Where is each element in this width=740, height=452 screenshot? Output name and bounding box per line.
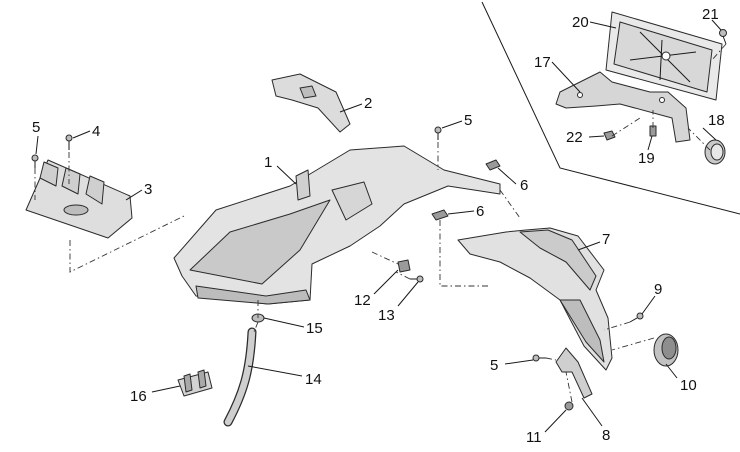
callout-labels: 1 2 3 4 5 5 6 6 7 8 9 10 11 12 13 14 15 … xyxy=(32,6,725,446)
battery-tray-3 xyxy=(25,159,133,239)
leader-lines xyxy=(35,19,722,433)
clip-6-upper xyxy=(485,159,501,171)
nut-22 xyxy=(603,130,616,141)
callout-22: 22 xyxy=(566,129,583,146)
callout-1: 1 xyxy=(264,154,272,171)
screw-4 xyxy=(65,134,73,150)
bracket-8 xyxy=(555,347,593,399)
license-plate-holder xyxy=(605,11,723,101)
callout-4: 4 xyxy=(92,123,100,140)
callout-20: 20 xyxy=(572,14,589,31)
callout-6-upper: 6 xyxy=(520,177,528,194)
callout-5-left: 5 xyxy=(32,119,40,136)
callout-21: 21 xyxy=(702,6,719,23)
callout-13: 13 xyxy=(378,307,395,324)
plate-bracket xyxy=(555,71,691,143)
screw-5-left xyxy=(31,154,39,168)
screw-13 xyxy=(410,275,424,283)
callout-12: 12 xyxy=(354,292,371,309)
clip-6-lower xyxy=(431,209,449,221)
nut-11 xyxy=(564,401,574,411)
screw-5-center xyxy=(434,126,442,140)
cover-2 xyxy=(271,73,351,133)
alignment-lines xyxy=(34,43,727,403)
callout-6-lower: 6 xyxy=(476,203,484,220)
reflector-10 xyxy=(653,333,679,367)
screw-5-right xyxy=(532,354,546,362)
callout-11: 11 xyxy=(526,429,542,446)
drain-hose-14 xyxy=(223,327,257,427)
nut-12 xyxy=(397,259,411,273)
reflector-18 xyxy=(704,139,726,165)
callout-17: 17 xyxy=(534,54,551,71)
bolt-19 xyxy=(649,125,657,137)
screw-9 xyxy=(629,312,644,323)
inset-panel xyxy=(481,1,740,215)
callout-15: 15 xyxy=(306,320,323,337)
callout-9: 9 xyxy=(654,281,662,298)
callout-2: 2 xyxy=(364,95,372,112)
rear-fender-1 xyxy=(173,145,501,305)
callout-5-center: 5 xyxy=(464,112,472,129)
plate-fender-7 xyxy=(457,227,613,371)
clip-16 xyxy=(177,369,213,397)
callout-18: 18 xyxy=(708,112,725,129)
callout-3: 3 xyxy=(144,181,152,198)
callout-16: 16 xyxy=(130,388,147,405)
callout-10: 10 xyxy=(680,377,697,394)
callout-19: 19 xyxy=(638,150,655,167)
screw-21 xyxy=(719,29,727,45)
callout-5-right: 5 xyxy=(490,357,498,374)
callout-14: 14 xyxy=(305,371,322,388)
callout-8: 8 xyxy=(602,427,610,444)
callout-7: 7 xyxy=(602,231,610,248)
